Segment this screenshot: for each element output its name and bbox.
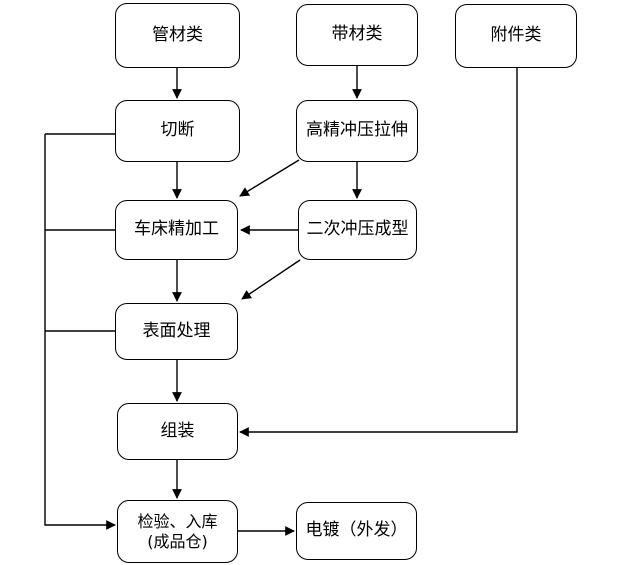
node-chechuang-label: 车床精加工 <box>134 219 219 240</box>
node-daicai[interactable]: 带材类 <box>296 4 418 66</box>
node-guancai-label: 管材类 <box>152 24 203 45</box>
node-chechuang[interactable]: 车床精加工 <box>115 200 238 260</box>
node-biaomian-label: 表面处理 <box>142 320 211 341</box>
node-gaojing[interactable]: 高精冲压拉伸 <box>296 100 418 162</box>
node-qieduan[interactable]: 切断 <box>115 100 240 162</box>
node-qieduan-label: 切断 <box>160 120 195 141</box>
node-zuzhuang-label: 组装 <box>160 420 195 441</box>
node-fujian[interactable]: 附件类 <box>455 4 577 68</box>
node-fujian-label: 附件类 <box>490 25 542 46</box>
node-daicai-label: 带材类 <box>331 24 383 45</box>
node-biaomian[interactable]: 表面处理 <box>115 303 238 360</box>
node-guancai[interactable]: 管材类 <box>115 3 240 68</box>
node-erci-label: 二次冲压成型 <box>306 219 409 240</box>
node-zuzhuang[interactable]: 组装 <box>117 403 238 460</box>
edge-fujian-to-zuzhuang <box>239 68 518 437</box>
node-diandu-label: 电镀（外发） <box>305 520 408 541</box>
node-diandu[interactable]: 电镀（外发） <box>296 502 417 560</box>
node-jianyan-label: 检验、入库 (成品仓) <box>137 511 218 551</box>
edge-erci-to-biaomian <box>241 259 301 300</box>
edge-left-bus-trunk <box>44 134 116 530</box>
node-gaojing-label: 高精冲压拉伸 <box>306 120 408 141</box>
edge-gaojing-to-chechuang <box>239 159 300 197</box>
node-jianyan[interactable]: 检验、入库 (成品仓) <box>117 500 238 563</box>
node-erci[interactable]: 二次冲压成型 <box>298 200 417 260</box>
